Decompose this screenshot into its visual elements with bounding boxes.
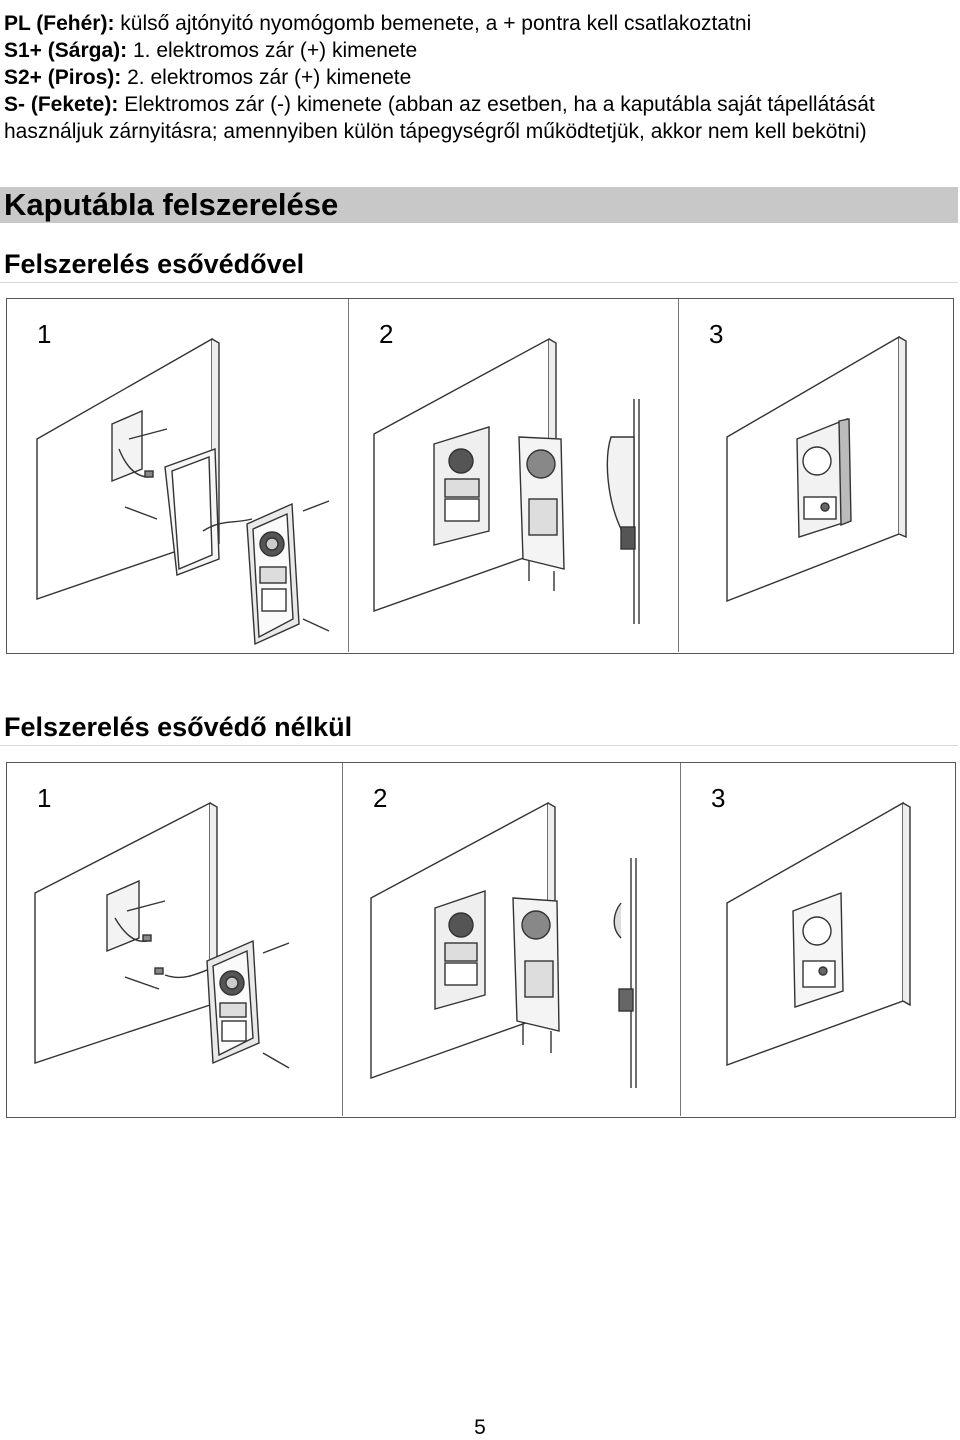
subsection-without-shield-title: Felszerelés esővédő nélkül — [4, 712, 353, 742]
illustration-shield-step2 — [373, 337, 640, 624]
divider — [0, 745, 958, 746]
def-s1: S1+ (Sárga): 1. elektromos zár (+) kimen… — [4, 39, 418, 62]
step-panel-1: 1 — [7, 763, 343, 1116]
divider — [0, 282, 958, 283]
step-number: 3 — [709, 319, 724, 349]
illustration-shield-step1 — [36, 337, 330, 646]
panels-with-shield: 1 2 — [6, 298, 954, 654]
step-number: 1 — [37, 783, 52, 813]
section-title: Kaputábla felszerelése — [4, 187, 339, 222]
step-panel-2: 2 — [349, 299, 679, 652]
illustration-noshield-step1 — [34, 801, 290, 1069]
step-panel-3: 3 — [681, 763, 954, 1116]
step-panel-1: 1 — [7, 299, 349, 652]
step-number: 1 — [37, 319, 52, 349]
page-number: 5 — [474, 1416, 486, 1439]
step-number: 2 — [373, 783, 388, 813]
illustration-noshield-step3 — [726, 801, 911, 1066]
def-pl: PL (Fehér): külső ajtónyitó nyomógomb be… — [4, 12, 752, 35]
step-panel-2: 2 — [343, 763, 681, 1116]
def-s2: S2+ (Piros): 2. elektromos zár (+) kimen… — [4, 66, 412, 89]
section-band: Kaputábla felszerelése — [0, 187, 958, 223]
def-s-minus: S- (Fekete): Elektromos zár (-) kimenete… — [4, 93, 875, 143]
subsection-with-shield-title: Felszerelés esővédővel — [4, 249, 305, 279]
illustration-noshield-step2 — [370, 801, 637, 1088]
step-number: 3 — [711, 783, 726, 813]
step-number: 2 — [379, 319, 394, 349]
illustration-shield-step3 — [726, 335, 907, 603]
wire-definitions: PL (Fehér): külső ajtónyitó nyomógomb be… — [4, 10, 954, 145]
step-panel-3: 3 — [679, 299, 952, 652]
panels-without-shield: 1 2 — [6, 762, 956, 1118]
